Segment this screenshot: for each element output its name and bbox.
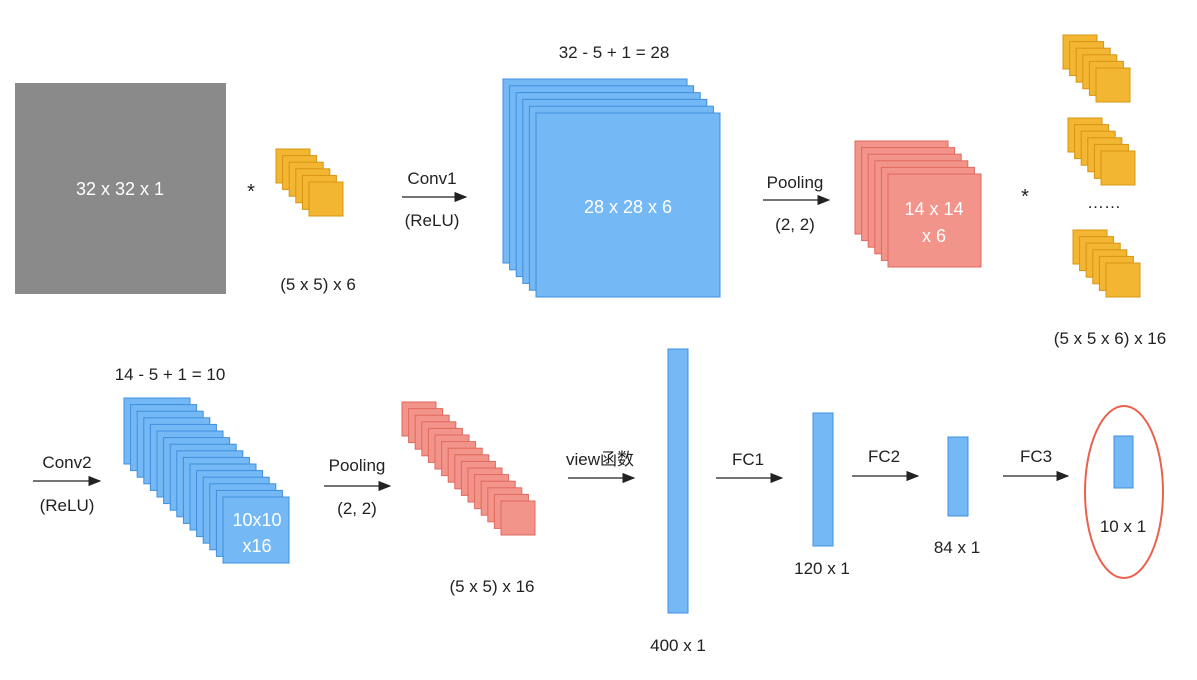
feature2-label-line2: x16 bbox=[242, 536, 271, 556]
conv2-activation: (ReLU) bbox=[40, 496, 95, 515]
pooled1-label-line2: x 6 bbox=[922, 226, 946, 246]
feature1-formula: 32 - 5 + 1 = 28 bbox=[559, 43, 670, 62]
flatten-label: 400 x 1 bbox=[650, 636, 706, 655]
kernel-stack-2-second bbox=[1067, 117, 1136, 186]
output-highlight-ellipse bbox=[1084, 405, 1164, 579]
fc1-vector bbox=[812, 412, 834, 547]
feature-map-stack-2 bbox=[123, 397, 290, 564]
feature1-label: 28 x 28 x 6 bbox=[584, 197, 672, 217]
conv1-activation: (ReLU) bbox=[405, 211, 460, 230]
kernel1-label: (5 x 5) x 6 bbox=[280, 275, 356, 294]
kernel1-layer-6 bbox=[308, 181, 344, 217]
input-label: 32 x 32 x 1 bbox=[76, 179, 164, 199]
multiply-sign-1: * bbox=[247, 181, 255, 203]
fc2-vector bbox=[947, 436, 969, 517]
pooled-map-stack-2 bbox=[401, 401, 536, 536]
kernel2-label: (5 x 5 x 6) x 16 bbox=[1054, 329, 1166, 348]
pool1-size: (2, 2) bbox=[775, 215, 815, 234]
feature1-layer-6 bbox=[535, 112, 721, 298]
conv2-label: Conv2 bbox=[42, 453, 91, 472]
fc2-size: 84 x 1 bbox=[934, 538, 980, 557]
pooled2-label: (5 x 5) x 16 bbox=[449, 577, 534, 596]
feature2-label-line1: 10x10 bbox=[232, 510, 281, 530]
kernel-stack-2-first bbox=[1062, 34, 1131, 103]
fc3-vector bbox=[1113, 435, 1134, 489]
pooled-map-stack-1 bbox=[854, 140, 982, 268]
fc1-label: FC1 bbox=[732, 450, 764, 469]
fc1-size: 120 x 1 bbox=[794, 559, 850, 578]
flatten-vector bbox=[667, 348, 689, 614]
kernel2c-layer-6 bbox=[1105, 262, 1141, 298]
feature-map-stack-1 bbox=[502, 78, 721, 298]
kernel2-ellipsis: …… bbox=[1087, 193, 1121, 212]
fc3-size: 10 x 1 bbox=[1100, 517, 1146, 536]
conv1-label: Conv1 bbox=[407, 169, 456, 188]
pooled1-label-line1: 14 x 14 bbox=[904, 199, 963, 219]
multiply-sign-2: * bbox=[1021, 186, 1029, 208]
pooled1-layer-6 bbox=[887, 173, 982, 268]
pool2-label: Pooling bbox=[329, 456, 386, 475]
kernel-stack-1 bbox=[275, 148, 344, 217]
fc2-label: FC2 bbox=[868, 447, 900, 466]
pool2-size: (2, 2) bbox=[337, 499, 377, 518]
kernel-stack-2-last bbox=[1072, 229, 1141, 298]
input-image bbox=[15, 83, 226, 294]
feature2-formula: 14 - 5 + 1 = 10 bbox=[115, 365, 226, 384]
pool1-label: Pooling bbox=[767, 173, 824, 192]
view-label: view函数 bbox=[566, 450, 634, 469]
fc3-label: FC3 bbox=[1020, 447, 1052, 466]
feature2-layer-16 bbox=[222, 496, 290, 564]
kernel2b-layer-6 bbox=[1100, 150, 1136, 186]
kernel2a-layer-6 bbox=[1095, 67, 1131, 103]
pooled2-layer-16 bbox=[500, 500, 536, 536]
